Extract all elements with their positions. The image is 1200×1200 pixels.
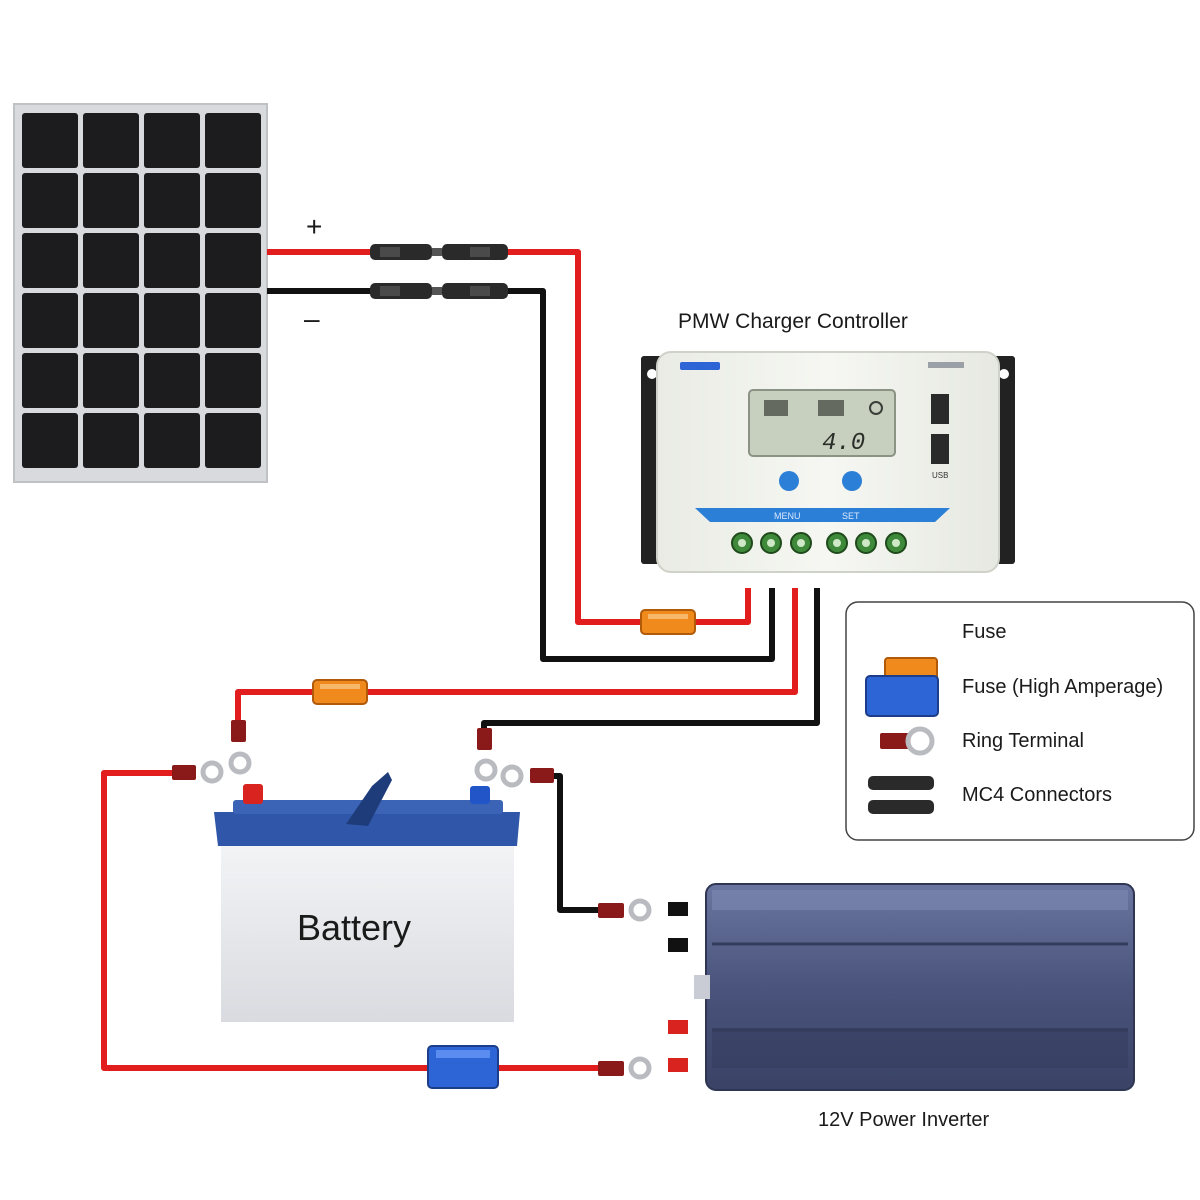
solar-cell: [144, 173, 200, 228]
wire-panel-negative-run: [508, 288, 775, 662]
legend-ring-terminal-icon: [880, 726, 935, 756]
solar-cell: [83, 233, 139, 288]
solar-cell: [83, 293, 139, 348]
wire-battery-positive-controller: [235, 588, 798, 730]
legend-high-amp-fuse-icon: [865, 675, 939, 717]
inverter-positive-terminal-2: [668, 1058, 688, 1072]
solar-panel: [13, 103, 268, 483]
mc4-connectors: [370, 244, 508, 299]
solar-cell: [144, 233, 200, 288]
legend-label-fuse: Fuse: [962, 621, 1006, 643]
legend-label-high-amp-fuse: Fuse (High Amperage): [962, 676, 1163, 698]
battery: [214, 772, 520, 1022]
panel-minus-label: –: [304, 303, 320, 334]
set-button[interactable]: [842, 471, 862, 491]
solar-cell: [205, 413, 261, 468]
inverter-negative-terminal-1: [668, 902, 688, 916]
solar-cell: [83, 173, 139, 228]
inverter-label: 12V Power Inverter: [818, 1109, 990, 1131]
power-inverter: [668, 883, 1135, 1091]
wire-panel-positive-run: [508, 249, 751, 625]
battery-negative-post: [470, 786, 490, 804]
usb-port-1: [931, 394, 949, 424]
battery-label: Battery: [297, 907, 411, 948]
charge-controller: 4.0 USB MENU SET: [641, 351, 1015, 573]
usb-label: USB: [932, 471, 948, 480]
solar-cell: [144, 413, 200, 468]
ring-terminal: [474, 728, 498, 782]
battery-positive-post: [243, 784, 263, 804]
solar-cell: [83, 113, 139, 168]
ring-terminal: [598, 1056, 652, 1080]
mc4-connector-positive: [370, 244, 508, 260]
solar-cell: [83, 413, 139, 468]
mc4-connector-negative: [370, 283, 508, 299]
ring-terminal: [598, 898, 652, 922]
solar-cell: [205, 293, 261, 348]
solar-cell: [144, 353, 200, 408]
controller-terminals: [731, 532, 907, 554]
solar-cell: [22, 413, 78, 468]
controller-lcd-reading: 4.0: [822, 430, 865, 457]
legend: Fuse Fuse (High Amperage) Ring Terminal …: [845, 601, 1195, 841]
solar-cell: [83, 353, 139, 408]
solar-cell: [22, 113, 78, 168]
high-amp-fuse: [427, 1045, 499, 1089]
solar-cells: [22, 113, 261, 468]
ring-terminal: [228, 720, 252, 775]
solar-cell: [22, 173, 78, 228]
inverter-negative-terminal-2: [668, 938, 688, 952]
usb-port-2: [931, 434, 949, 464]
fuse-controller-panel: [640, 609, 696, 635]
set-label: SET: [842, 511, 860, 521]
solar-cell: [22, 353, 78, 408]
panel-plus-label: +: [306, 211, 322, 242]
inverter-positive-terminal-1: [668, 1020, 688, 1034]
solar-cell: [205, 113, 261, 168]
ring-terminal: [500, 764, 554, 788]
solar-cell: [205, 353, 261, 408]
legend-label-mc4: MC4 Connectors: [962, 784, 1112, 806]
solar-cell: [205, 173, 261, 228]
solar-cell: [144, 293, 200, 348]
fuse-battery-controller: [312, 679, 368, 705]
wire-battery-positive-inverter: [101, 770, 606, 1071]
solar-cell: [22, 293, 78, 348]
wire-battery-negative-inverter: [548, 773, 606, 913]
menu-label: MENU: [774, 511, 801, 521]
ring-terminal: [172, 760, 224, 784]
solar-cell: [22, 233, 78, 288]
menu-button[interactable]: [779, 471, 799, 491]
battery-handle: [346, 772, 392, 826]
legend-label-ring-terminal: Ring Terminal: [962, 730, 1084, 752]
controller-label: PMW Charger Controller: [678, 310, 908, 333]
solar-cell: [144, 113, 200, 168]
ring-terminals: [172, 720, 652, 1080]
legend-mc4-icon: [868, 776, 934, 814]
solar-cell: [205, 233, 261, 288]
